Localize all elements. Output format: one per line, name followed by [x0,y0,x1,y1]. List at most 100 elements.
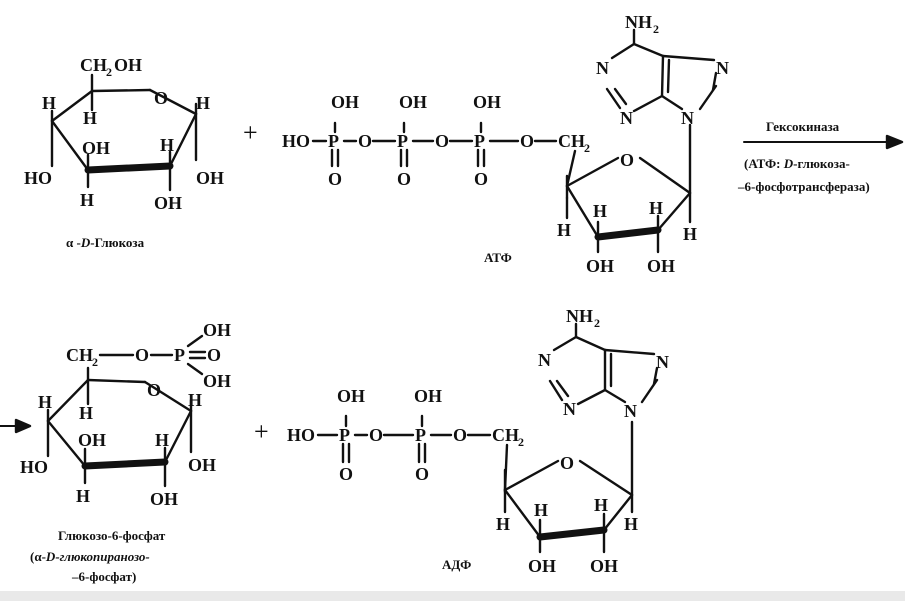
enzyme-name: Гексокиназа [766,119,840,134]
atp-adenine-n7: N [716,58,729,78]
atp-ribose-o: O [620,150,634,170]
adp-amino-sub: 2 [594,316,600,330]
atp-ribose-c3-h: H [593,201,607,221]
glucose-ch2oh-c: CH [80,55,107,75]
atp-amino-nh: NH [625,12,652,32]
adp-ch2-sub: 2 [518,435,524,449]
g6p-caption-3: –6-фосфат) [71,569,136,584]
glucose-molecule: CH 2 OH O H OH H HO H OH H H OH α -D-Глю… [24,55,224,250]
g6p-c5-h: H [79,403,93,423]
adp-ribose-c1-h: H [624,514,638,534]
atp-ch2: CH [558,131,585,151]
adp-adenine-n3: N [563,399,576,419]
adp-bridge-o1: O [369,425,383,445]
atp-ho: HO [282,131,310,151]
glucose-ch2oh-oh: OH [114,55,142,75]
g6p-p-o: O [207,345,221,365]
glucose-c2-h: H [160,135,174,155]
reaction-arrow: Гексокиназа (АТФ: D-глюкоза- –6-фосфотра… [0,119,904,434]
g6p-ring-oxygen: O [147,380,161,400]
adp-ho: HO [287,425,315,445]
adp-p1-o: O [339,464,353,484]
g6p-c3-h: H [76,486,90,506]
atp-p3-oh: OH [473,92,501,112]
adp-ribose-o: O [560,453,574,473]
atp-ribose-c2-h: H [649,198,663,218]
atp-amino-sub: 2 [653,22,659,36]
glucose-ch2oh-sub: 2 [106,65,112,79]
adp-ribose-c2-h: H [594,495,608,515]
g6p-p-oh-top: OH [203,320,231,340]
atp-adenine-n9: N [681,108,694,128]
glucose-ring-oxygen: O [154,88,168,108]
atp-p2-o: O [397,169,411,189]
glucose-c4-h: H [42,93,56,113]
g6p-c2-h: H [155,430,169,450]
atp-p2: P [397,131,408,151]
atp-p1: P [328,131,339,151]
glucose-6-phosphate-molecule: CH 2 O P OH O OH O H OH H HO H OH H [20,320,231,584]
adp-adenine-n9: N [624,401,637,421]
atp-bridge-o1: O [358,131,372,151]
atp-p3-o: O [474,169,488,189]
g6p-c2-oh: OH [150,489,178,509]
enzyme-systematic-name-1: (АТФ: D-глюкоза- [744,156,850,171]
atp-molecule: HO P OH O O P OH O O P OH O O CH 2 [282,12,729,276]
glucose-c1-h: H [196,93,210,113]
adp-p2-o: O [415,464,429,484]
glucose-c3-oh: OH [82,138,110,158]
adp-p2: P [415,425,426,445]
bottom-strip [0,591,905,601]
g6p-p: P [174,345,185,365]
g6p-c4-h: H [38,392,52,412]
g6p-c3-oh: OH [78,430,106,450]
g6p-c1-h: H [188,390,202,410]
g6p-c1-oh: OH [188,455,216,475]
atp-caption: АТФ [484,250,512,265]
atp-ribose-c2-oh: OH [647,256,675,276]
adp-p1-oh: OH [337,386,365,406]
adp-molecule: HO P OH O O P OH O O CH 2 O H H OH [287,306,669,576]
enzyme-systematic-name-2: –6-фосфотрансфераза) [737,179,870,194]
atp-p1-o: O [328,169,342,189]
atp-ch2-sub: 2 [584,141,590,155]
adp-ribose-c4-h: H [496,514,510,534]
atp-p1-oh: OH [331,92,359,112]
adp-ribose-c3-oh: OH [528,556,556,576]
atp-ribose-c4-h: H [557,220,571,240]
atp-bridge-o3: O [520,131,534,151]
g6p-caption-1: Глюкозо-6-фосфат [58,528,166,543]
plus-sign-top: + [243,118,258,147]
g6p-ch2-sub: 2 [92,355,98,369]
g6p-c4-ho: HO [20,457,48,477]
glucose-c5-h: H [83,108,97,128]
atp-adenine-n3: N [620,108,633,128]
plus-sign-bottom: + [254,417,269,446]
g6p-p-oh-bottom: OH [203,371,231,391]
glucose-c2-oh: OH [154,193,182,213]
glucose-c4-ho: HO [24,168,52,188]
atp-adenine-n1: N [596,58,609,78]
atp-p3: P [474,131,485,151]
glucose-caption: α -D-Глюкоза [66,235,145,250]
atp-p2-oh: OH [399,92,427,112]
adp-bridge-o2: O [453,425,467,445]
glucose-c1-oh: OH [196,168,224,188]
adp-ribose-c2-oh: OH [590,556,618,576]
adp-adenine-n1: N [538,350,551,370]
adp-amino-nh: NH [566,306,593,326]
glucose-c3-h: H [80,190,94,210]
adp-p2-oh: OH [414,386,442,406]
atp-ribose-c1-h: H [683,224,697,244]
adp-ch2: CH [492,425,519,445]
atp-bridge-o2: O [435,131,449,151]
g6p-caption-2: (α-D-глюкопиранозо- [30,549,150,564]
adp-p1: P [339,425,350,445]
adp-adenine-n7: N [656,352,669,372]
g6p-ch2: CH [66,345,93,365]
g6p-bridge-o: O [135,345,149,365]
adp-caption: АДФ [442,557,471,572]
adp-ribose-c3-h: H [534,500,548,520]
